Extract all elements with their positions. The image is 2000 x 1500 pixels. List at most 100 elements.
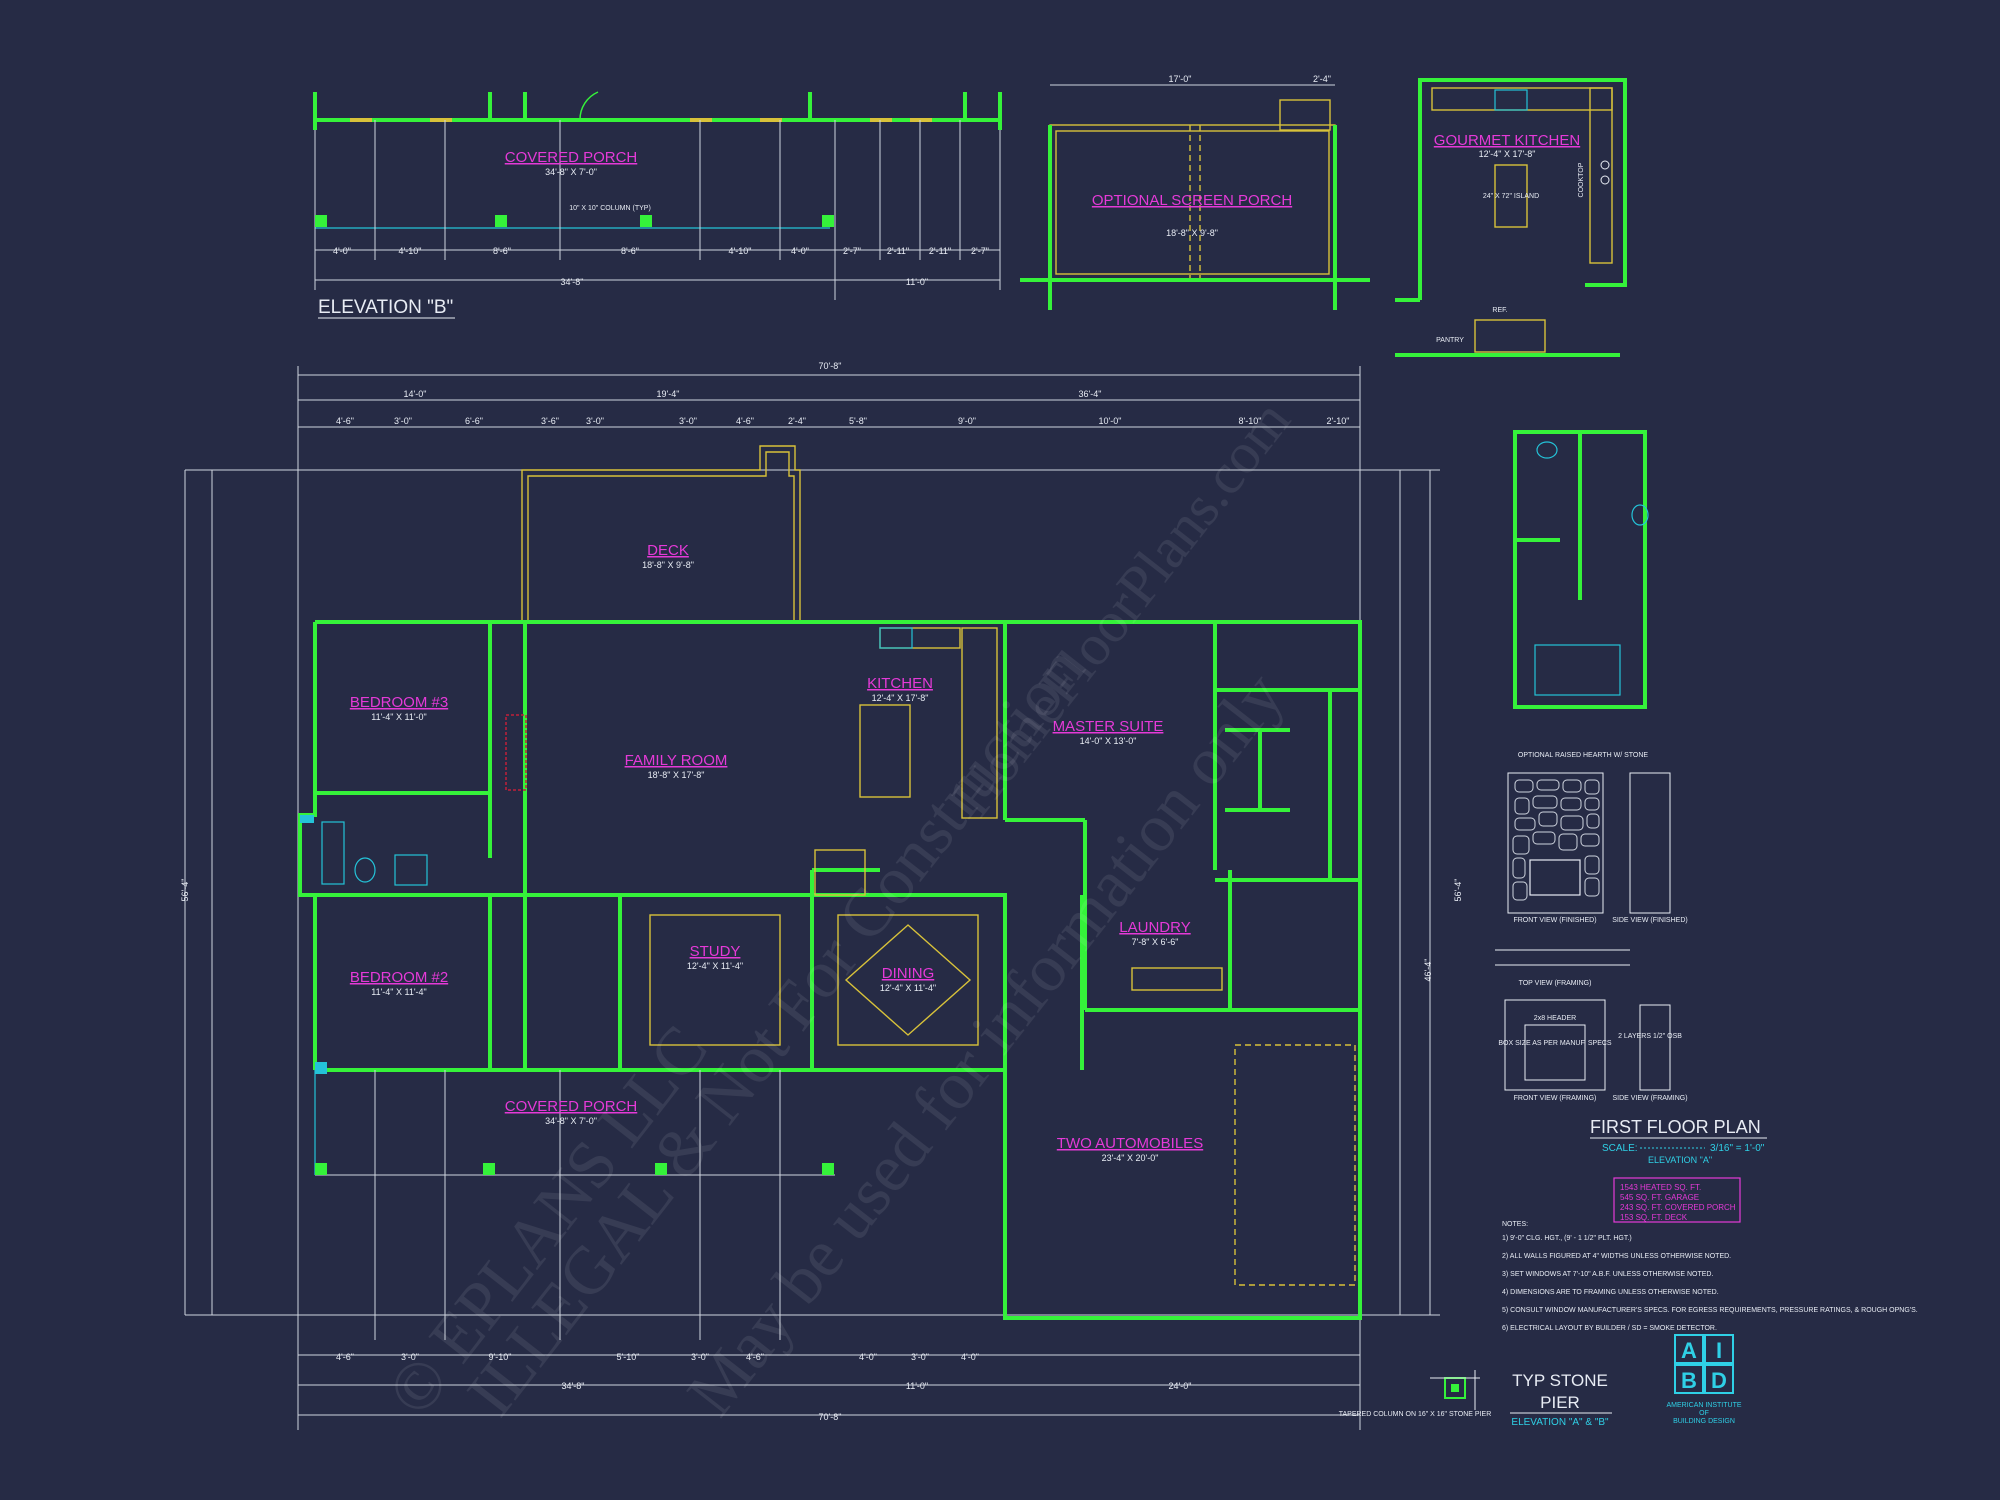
overall-width-top: 70'-8": [819, 361, 842, 371]
elevation-b-dim-4: 4'-10": [729, 246, 752, 256]
master-suite-name: MASTER SUITE: [1053, 718, 1164, 735]
bottom-dim-0: 4'-6": [336, 1352, 354, 1362]
garage-size: 23'-4" X 20'-0": [1102, 1153, 1159, 1163]
top-dim-row3-9: 9'-0": [958, 416, 976, 426]
hearth-stone: [1584, 877, 1600, 897]
fp-label-2: SIDE VIEW (FINISHED): [1612, 917, 1687, 924]
garage-name: TWO AUTOMOBILES: [1057, 1135, 1203, 1152]
elevation-b-dim-8: 2'-11": [929, 246, 951, 256]
study-size: 12'-4" X 11'-4": [687, 961, 743, 971]
family-room-name: FAMILY ROOM: [625, 752, 728, 769]
hearth-stone: [1512, 835, 1530, 855]
title-block: FIRST FLOOR PLAN SCALE: 3/16" = 1'-0" EL…: [1502, 1117, 1918, 1332]
deck: DECK 18'-8" X 9'-8": [521, 445, 801, 622]
elevation-b-dim-3: 8'-6": [621, 246, 639, 256]
note-item-4: 5) CONSULT WINDOW MANUFACTURER'S SPECS. …: [1502, 1307, 1918, 1314]
pier-sub: ELEVATION "A" & "B": [1511, 1417, 1609, 1428]
hearth-stone: [1584, 779, 1600, 795]
hearth-stone: [1584, 855, 1600, 875]
hearth-stone: [1512, 857, 1526, 879]
note-item-0: 1) 9'-0" CLG. HGT., (9' - 1 1/2" PLT. HG…: [1502, 1235, 1632, 1242]
note-item-5: 6) ELECTRICAL LAYOUT BY BUILDER / SD = S…: [1502, 1325, 1717, 1332]
screen-porch-name: OPTIONAL SCREEN PORCH: [1092, 192, 1292, 209]
scale-value: 3/16" = 1'-0": [1710, 1143, 1765, 1154]
logo-org-1: AMERICAN INSTITUTE: [1666, 1402, 1741, 1409]
top-dim-row2-0: 14'-0": [404, 389, 427, 399]
kitchen-size: 12'-4" X 17'-8": [872, 693, 929, 703]
hearth-stone: [1514, 817, 1536, 831]
area-list: 1543 HEATED SQ. FT.545 SQ. FT. GARAGE243…: [1620, 1183, 1736, 1222]
top-dim-row3-7: 2'-4": [788, 416, 806, 426]
logo-letter-i: I: [1716, 1338, 1722, 1363]
pier-note: TAPERED COLUMN ON 16" X 16" STONE PIER: [1339, 1411, 1492, 1418]
note-item-2: 3) SET WINDOWS AT 7'-10" A.B.F. UNLESS O…: [1502, 1271, 1713, 1278]
top-dim-row3-0: 4'-6": [336, 416, 354, 426]
gourmet-kitchen: GOURMET KITCHEN 12'-4" X 17'-8" 24" X 72…: [1395, 78, 1627, 357]
hearth-stone: [1562, 779, 1582, 793]
gourmet-kitchen-pantry: PANTRY: [1436, 337, 1464, 344]
elevation-b-dims: 4'-0"4'-10"8'-6"8'-6"4'-10"4'-0"2'-7"2'-…: [333, 246, 989, 256]
screen-porch-size: 18'-8" X 9'-8": [1166, 228, 1218, 238]
elevation-b-dim-7: 2'-11": [887, 246, 909, 256]
hearth-stone: [1538, 811, 1558, 827]
elevation-b-title: ELEVATION "B": [318, 297, 453, 318]
screen-porch-top-dim: 17'-0": [1169, 74, 1192, 84]
hearth-stone: [1560, 815, 1584, 831]
notes-list: 1) 9'-0" CLG. HGT., (9' - 1 1/2" PLT. HG…: [1502, 1235, 1918, 1332]
watermark: © EPLANS LLC ILLEGAL & Not For Construct…: [372, 388, 1303, 1429]
logo-letter-b: B: [1681, 1368, 1697, 1393]
covered-porch-size: 34'-8" X 7'-0": [545, 1116, 597, 1126]
hearth-stone: [1532, 831, 1556, 845]
bottom-dim-4: 3'-0": [691, 1352, 709, 1362]
hearth-stone: [1560, 797, 1582, 811]
top-dim-row3-3: 3'-6": [541, 416, 559, 426]
plan-title: FIRST FLOOR PLAN: [1590, 1117, 1761, 1137]
laundry-name: LAUNDRY: [1119, 919, 1190, 936]
aibd-logo: A I B D AMERICAN INSTITUTE OF BUILDING D…: [1666, 1334, 1742, 1425]
bottom-dim-5: 4'-6": [746, 1352, 764, 1362]
dining-size: 12'-4" X 11'-4": [880, 983, 936, 993]
right-partial-dim: 46'-4": [1423, 959, 1433, 982]
laundry-size: 7'-8" X 6'-6": [1132, 937, 1179, 947]
logo-letter-d: D: [1711, 1368, 1727, 1393]
top-dim-row3-6: 4'-6": [736, 416, 754, 426]
hearth-stone: [1580, 833, 1600, 847]
screen-porch-side-dim: 2'-4": [1313, 74, 1331, 84]
stone-pier-detail: TYP STONE PIER ELEVATION "A" & "B" TAPER…: [1339, 1370, 1612, 1428]
top-dims-row-3: 4'-6"3'-0"6'-6"3'-6"3'-0"3'-0"4'-6"2'-4"…: [336, 416, 1349, 426]
master-bath-alternate: [1513, 430, 1649, 709]
bottom-dim-1: 3'-0": [401, 1352, 419, 1362]
main-walls: [298, 620, 1362, 1320]
top-dim-row3-2: 6'-6": [465, 416, 483, 426]
gourmet-kitchen-ref: REF.: [1492, 307, 1507, 314]
kitchen-name: KITCHEN: [867, 675, 933, 692]
top-dim-row3-4: 3'-0": [586, 416, 604, 426]
top-dims-row-2: 14'-0" 19'-4" 36'-4": [404, 389, 1102, 399]
master-suite-size: 14'-0" X 13'-0": [1080, 736, 1137, 746]
fp-label-4: FRONT VIEW (FRAMING): [1514, 1095, 1597, 1102]
covered-porch-name: COVERED PORCH: [505, 1098, 638, 1115]
area-item-1: 545 SQ. FT. GARAGE: [1620, 1193, 1699, 1202]
gourmet-kitchen-cooktop: COOKTOP: [1578, 162, 1585, 197]
hearth-stone: [1536, 779, 1560, 791]
bottom-dims-row: 4'-6"3'-0"9'-10"5'-10"3'-0"4'-6"4'-0"3'-…: [336, 1352, 979, 1362]
top-dim-row2-1: 19'-4": [657, 389, 680, 399]
fp-label-1: FRONT VIEW (FINISHED): [1513, 917, 1596, 924]
top-dim-row3-1: 3'-0": [394, 416, 412, 426]
logo-letter-a: A: [1681, 1338, 1697, 1363]
gourmet-kitchen-island: 24" X 72" ISLAND: [1483, 193, 1539, 200]
room-labels: BEDROOM #3 11'-4" X 11'-0" FAMILY ROOM 1…: [350, 675, 1203, 1163]
left-overall-dim: 56'-4": [180, 879, 190, 902]
area-item-3: 153 SQ. FT. DECK: [1620, 1213, 1688, 1222]
top-dim-row2-2: 36'-4": [1079, 389, 1102, 399]
fp-label-5: SIDE VIEW (FRAMING): [1612, 1095, 1687, 1102]
elevation-b-dim-6: 2'-7": [843, 246, 861, 256]
fireplace-details: OPTIONAL RAISED HEARTH W/ STONE FRONT VI…: [1495, 752, 1688, 1102]
elevation-b-dim-2: 8'-6": [493, 246, 511, 256]
elevation-b-dim-0: 4'-0": [333, 246, 351, 256]
area-item-0: 1543 HEATED SQ. FT.: [1620, 1183, 1701, 1192]
fireplace-title: OPTIONAL RAISED HEARTH W/ STONE: [1518, 752, 1649, 759]
plan-elevation: ELEVATION "A": [1648, 1155, 1712, 1165]
elevation-b-dim-1: 4'-10": [399, 246, 422, 256]
